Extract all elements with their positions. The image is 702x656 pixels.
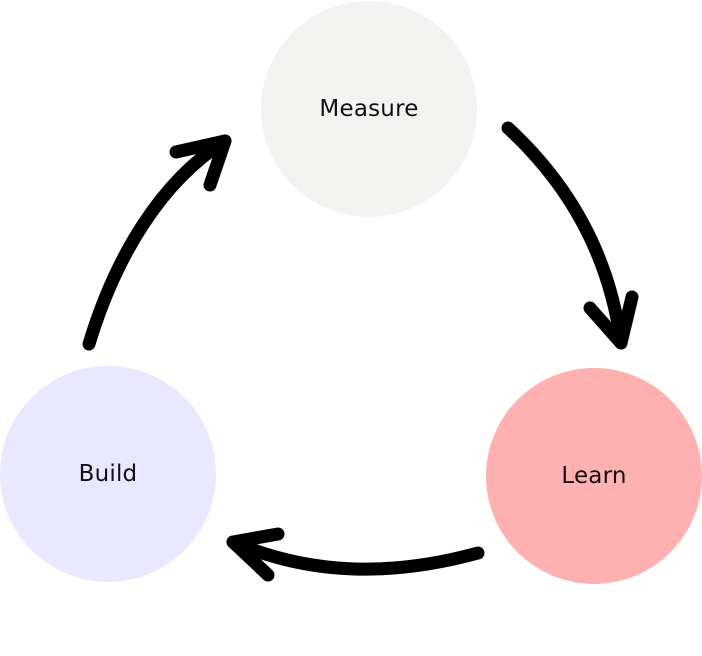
arrow-head <box>226 527 285 582</box>
curved-arrow-icon <box>501 121 628 350</box>
arrow-measure-to-learn <box>501 121 639 350</box>
node-build: Build <box>0 366 216 582</box>
arrow-head <box>169 134 232 192</box>
node-label-build: Build <box>78 461 138 487</box>
node-learn: Learn <box>486 368 702 584</box>
node-measure: Measure <box>261 1 477 217</box>
arrow-build-to-measure <box>82 134 232 351</box>
arrow-head <box>583 290 639 350</box>
node-label-learn: Learn <box>561 463 627 489</box>
curved-arrow-icon <box>82 134 232 351</box>
arrow-learn-to-build <box>226 527 485 582</box>
node-label-measure: Measure <box>319 96 419 122</box>
curved-arrow-icon <box>226 535 485 576</box>
